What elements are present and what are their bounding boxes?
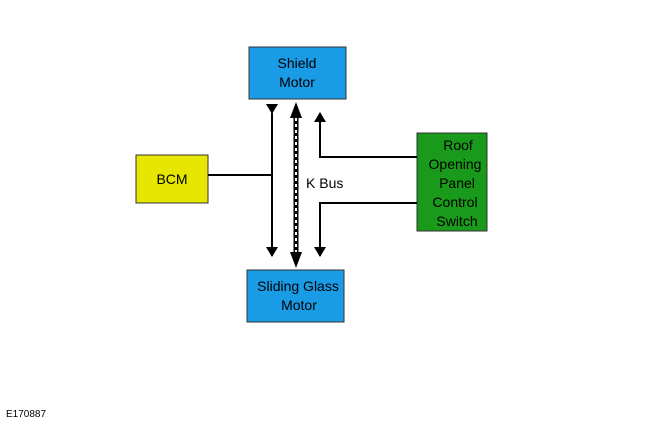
sliding-glass-motor-label-line1: Sliding Glass bbox=[257, 278, 339, 294]
roof-switch-label-line5: Switch bbox=[436, 213, 477, 229]
roof-switch-label-line4: Control bbox=[432, 194, 477, 210]
roof-switch-label-line2: Opening bbox=[429, 156, 482, 172]
bcm-block: BCM bbox=[135, 154, 209, 204]
sliding-glass-motor-box bbox=[246, 269, 345, 323]
shield-motor-label-line2: Motor bbox=[279, 74, 315, 90]
shield-motor-label-line1: Shield bbox=[278, 55, 317, 71]
k-bus-label: K Bus bbox=[306, 175, 343, 191]
figure-reference: E170887 bbox=[6, 409, 46, 420]
sliding-glass-motor-block: Sliding Glass Motor bbox=[246, 269, 345, 323]
roof-switch-box bbox=[416, 132, 488, 232]
roof-switch-label-line3: Panel bbox=[439, 175, 475, 191]
k-bus-arrowhead-top bbox=[290, 102, 302, 118]
roof-switch-label-line1: Roof bbox=[443, 137, 473, 153]
shield-motor-block: Shield Motor bbox=[248, 46, 347, 100]
k-bus-arrowhead-bottom bbox=[290, 252, 302, 268]
switch-to-sliding-glass-line bbox=[314, 202, 417, 257]
bcm-box bbox=[135, 154, 209, 204]
sliding-glass-motor-label-line2: Motor bbox=[281, 297, 317, 313]
roof-switch-block: Roof Opening Panel Control Switch bbox=[416, 132, 488, 232]
switch-to-shield-line bbox=[314, 112, 417, 158]
shield-motor-box bbox=[248, 46, 347, 100]
bcm-label: BCM bbox=[156, 171, 187, 187]
